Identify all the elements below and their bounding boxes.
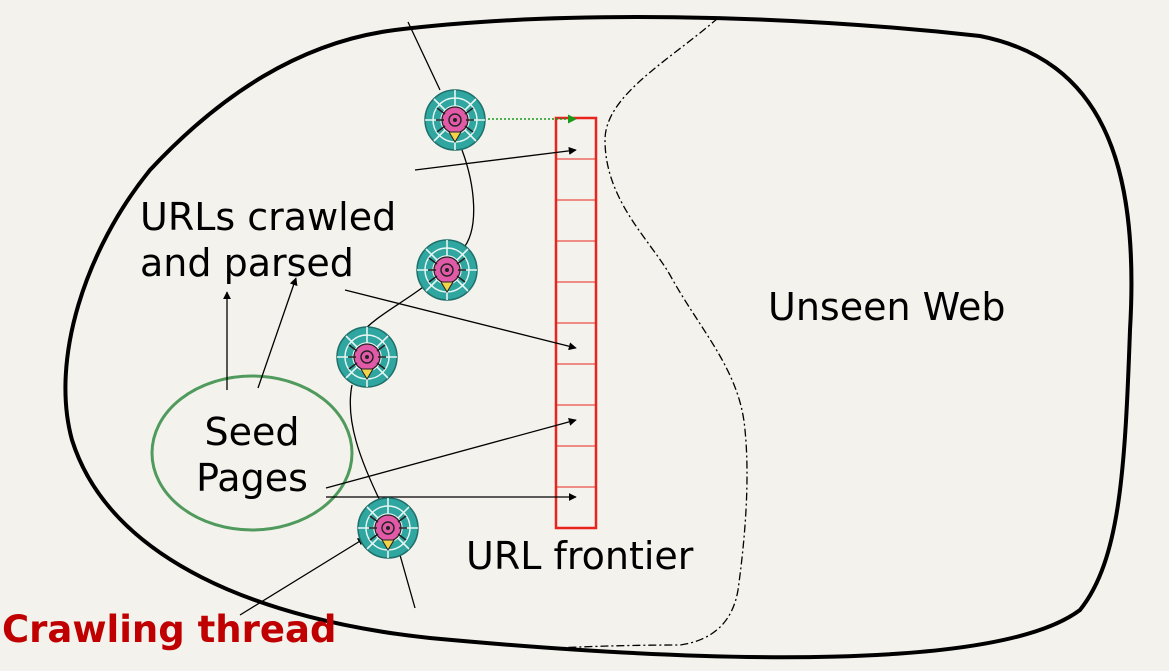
crawling-thread-label: Crawling thread <box>2 608 337 651</box>
arrow-thread-label-to-spider <box>239 537 366 616</box>
spider-web-icon <box>357 497 419 559</box>
urls-crawled-line2: and parsed <box>140 240 354 285</box>
url-frontier-label: URL frontier <box>466 534 694 578</box>
unseen-boundary <box>554 17 748 649</box>
spider-web-icon <box>336 326 398 388</box>
urls-crawled-line1: URLs crawled <box>140 195 397 239</box>
arrow-seed-to-frontier-1 <box>325 418 577 489</box>
seed-line1: Seed <box>204 410 300 454</box>
web-boundary <box>63 15 1134 660</box>
arrow-parsed-to-frontier <box>344 289 577 351</box>
spider-web-icon <box>424 89 486 151</box>
seed-pages-label: Seed Pages <box>172 410 332 501</box>
seed-pages-ellipse <box>150 374 354 532</box>
urls-crawled-label: URLs crawled and parsed <box>140 195 396 286</box>
thread-path <box>349 21 475 609</box>
arrow-seed-to-crawled-2 <box>257 277 298 389</box>
spider-web-icon <box>416 239 478 301</box>
unseen-web-label: Unseen Web <box>768 285 1006 329</box>
seed-line2: Pages <box>196 455 308 500</box>
arrow-to-frontier-top <box>414 146 577 171</box>
